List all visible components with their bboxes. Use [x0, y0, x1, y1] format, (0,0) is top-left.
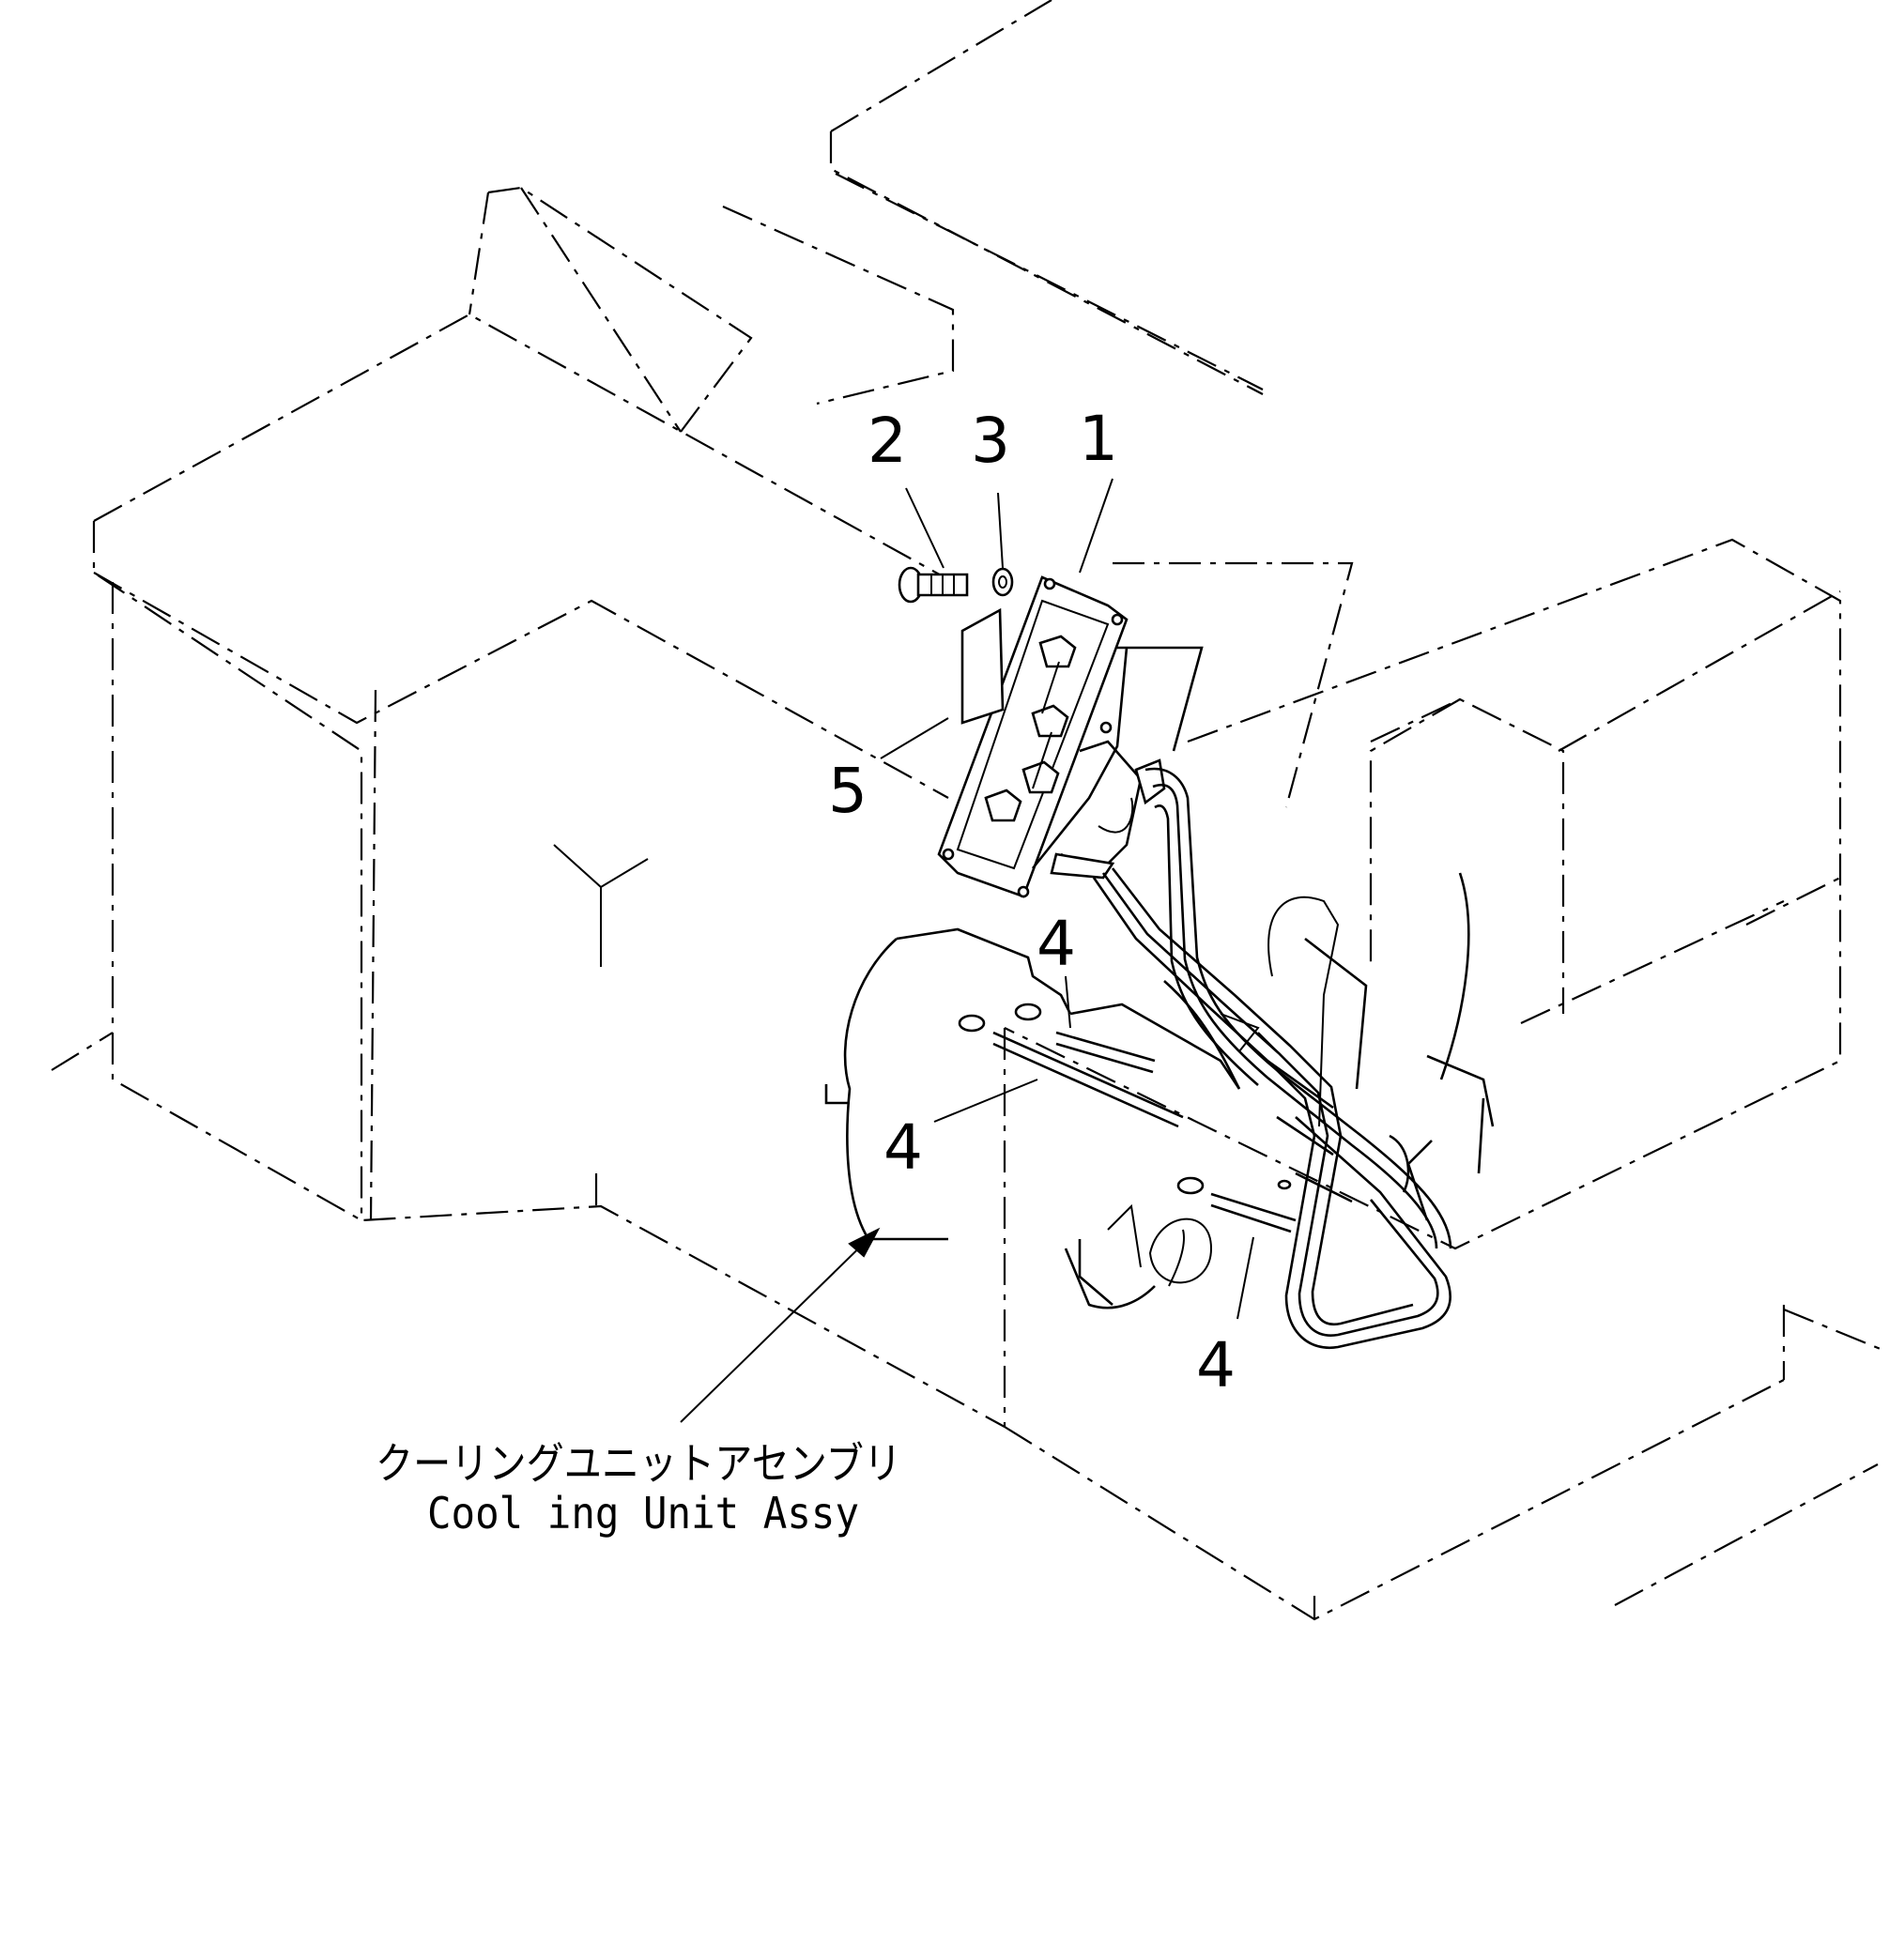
- machine-outline-top: [722, 0, 1264, 406]
- caption-japanese: クーリングユニットアセンブリ: [376, 1438, 901, 1489]
- label-plate: [960, 607, 1005, 725]
- callout-2: 2: [868, 405, 907, 477]
- callout-4-left: 4: [883, 1111, 923, 1184]
- screw-part: [898, 566, 969, 604]
- leader-lines: [680, 478, 1254, 1423]
- wire-harness: [958, 767, 1452, 1350]
- callout-4-bottom: 4: [1196, 1329, 1236, 1401]
- machine-outline-left: [51, 186, 1006, 1428]
- caption-english: Cool ing Unit Assy: [427, 1488, 859, 1539]
- machine-outline-right: [1003, 538, 1888, 1621]
- callout-5: 5: [828, 755, 868, 827]
- callout-3: 3: [971, 405, 1010, 477]
- callout-4-top: 4: [1037, 908, 1076, 980]
- cooling-unit-body: [824, 872, 1495, 1309]
- assembly-caption: クーリングユニットアセンブリ Cool ing Unit Assy: [376, 1438, 901, 1539]
- callout-1: 1: [1079, 403, 1118, 475]
- washer-part: [991, 567, 1014, 597]
- callout-labels: 1 2 3 4 4 4 5: [828, 403, 1236, 1401]
- switch-panel: [937, 575, 1204, 898]
